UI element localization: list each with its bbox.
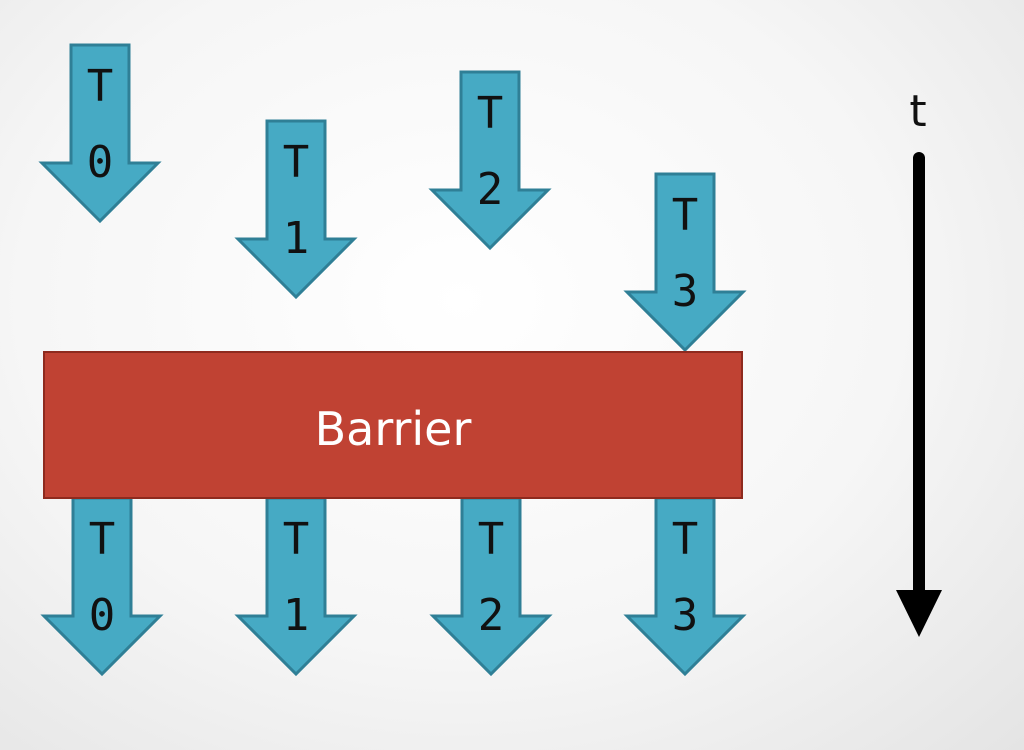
thread-arrow-after-3: T 3 [623,496,747,677]
thread-arrow-after-0: T 0 [40,496,164,677]
thread-label-letter: T [283,137,310,188]
barrier-rect [43,351,743,499]
thread-label-letter: T [672,514,699,565]
thread-arrow-before-1: T 1 [234,119,358,300]
thread-arrow-after-2: T 2 [429,496,553,677]
thread-label-number: 2 [478,590,505,641]
thread-label-number: 0 [89,590,116,641]
thread-arrow-before-2: T 2 [428,70,552,251]
thread-label-number: 3 [672,590,699,641]
thread-label-letter: T [672,190,699,241]
time-axis-label: t [909,86,926,137]
time-axis-arrowhead-icon [896,590,942,637]
time-axis: t [896,86,942,637]
thread-label-letter: T [87,61,114,112]
thread-label-number: 1 [283,213,310,264]
thread-label-number: 1 [283,590,310,641]
thread-label-letter: T [477,88,504,139]
thread-arrow-before-0: T 0 [38,43,162,224]
thread-label-number: 0 [87,137,114,188]
barrier-label: Barrier [315,402,472,456]
thread-label-letter: T [478,514,505,565]
barrier-block: Barrier [43,351,743,499]
thread-label-number: 3 [672,266,699,317]
thread-arrow-after-1: T 1 [234,496,358,677]
thread-label-number: 2 [477,164,504,215]
thread-label-letter: T [283,514,310,565]
thread-arrow-before-3: T 3 [623,172,747,353]
thread-label-letter: T [89,514,116,565]
